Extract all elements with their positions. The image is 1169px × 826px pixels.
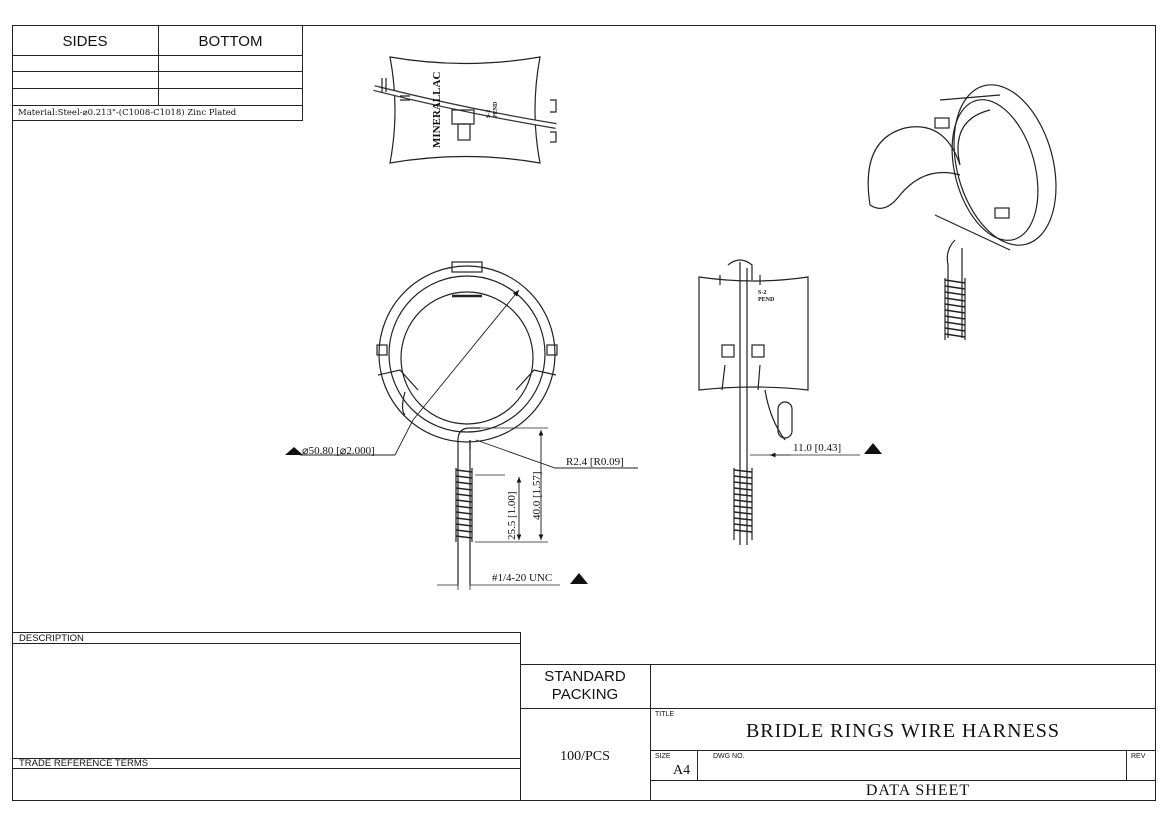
thread-dimension: #1/4-20 UNC bbox=[492, 572, 552, 584]
svg-text:PEND: PEND bbox=[758, 297, 775, 303]
side-view: S-2 PEND bbox=[698, 259, 860, 545]
svg-text:S-2: S-2 bbox=[486, 110, 492, 118]
block-line bbox=[650, 750, 1156, 751]
total-height-dimension: 40.0 [1.57] bbox=[531, 471, 543, 520]
bottom-header: BOTTOM bbox=[198, 33, 263, 50]
table-row-line bbox=[12, 55, 303, 56]
rev-label: REV bbox=[1131, 753, 1146, 760]
table-row-line bbox=[12, 88, 303, 89]
radius-dimension: R2.4 [R0.09] bbox=[566, 456, 624, 468]
standard-packing-label: STANDARD PACKING bbox=[544, 668, 626, 703]
material-note: Material:Steel-⌀0.213"-(C1008-C1018) Zin… bbox=[18, 108, 237, 118]
thread-length-dimension: 25.5 [1.00] bbox=[506, 491, 518, 540]
isometric-view bbox=[867, 84, 1057, 340]
sides-header: SIDES bbox=[62, 33, 108, 50]
dwg-no-label: DWG NO. bbox=[713, 753, 745, 760]
revision-triangles bbox=[285, 443, 882, 584]
title-label: TITLE bbox=[655, 711, 675, 718]
diameter-dimension: ⌀50.80 [⌀2.000] bbox=[302, 445, 375, 457]
size-label: SIZE bbox=[655, 753, 671, 760]
trade-line bbox=[12, 758, 521, 759]
description-line bbox=[12, 643, 521, 644]
trade-line bbox=[12, 768, 521, 769]
front-view bbox=[300, 261, 638, 590]
description-label: DESCRIPTION bbox=[19, 633, 84, 644]
description-block bbox=[12, 632, 521, 801]
drawing-title: BRIDLE RINGS WIRE HARNESS bbox=[745, 720, 1061, 742]
marking-text: MINERALLAC bbox=[431, 72, 443, 148]
sides-bottom-table bbox=[12, 25, 303, 121]
block-line bbox=[650, 780, 1156, 781]
table-row-line bbox=[12, 71, 303, 72]
top-view: MINERALLAC S-2 PEND bbox=[373, 56, 557, 164]
table-row-line bbox=[12, 105, 303, 106]
data-sheet-label: DATA SHEET bbox=[865, 782, 971, 799]
packing-quantity: 100/PCS bbox=[560, 749, 610, 764]
size-divider bbox=[697, 750, 698, 780]
offset-dimension: 11.0 [0.43] bbox=[793, 442, 841, 454]
size-value: A4 bbox=[673, 763, 691, 778]
svg-text:S-2: S-2 bbox=[758, 290, 766, 296]
rev-divider bbox=[1126, 750, 1127, 780]
packing-title-block bbox=[520, 664, 1156, 801]
block-line bbox=[520, 708, 1156, 709]
trade-reference-label: TRADE REFERENCE TERMS bbox=[19, 758, 149, 769]
block-divider bbox=[650, 664, 651, 801]
table-divider bbox=[158, 25, 159, 105]
svg-text:PEND: PEND bbox=[493, 101, 499, 118]
